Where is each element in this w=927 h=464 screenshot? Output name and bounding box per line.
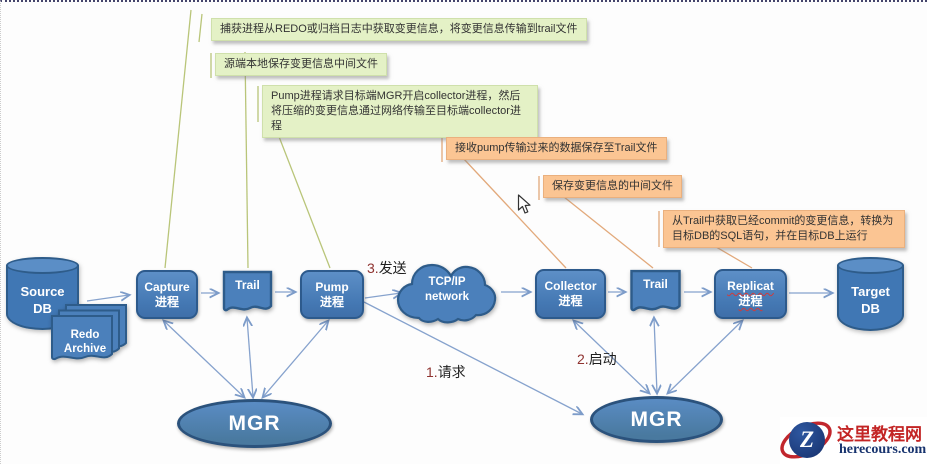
- node-mgr-source-label: MGR: [228, 411, 281, 435]
- note-source-trail: 源端本地保存变更信息中间文件: [215, 53, 387, 76]
- label-line: 进程: [558, 294, 583, 308]
- label-line: TCP/IP: [428, 276, 466, 288]
- label-line: 进程: [154, 294, 179, 309]
- stacked-documents-shape: [51, 304, 127, 361]
- node-trail-source: Trail: [222, 270, 273, 316]
- label-line: 进程: [319, 294, 344, 309]
- label-line: Archive: [63, 343, 107, 355]
- node-source-db: Source DB: [6, 257, 79, 330]
- flow-label-request: 1.请求: [426, 362, 466, 382]
- flow-label-number: 1.: [426, 364, 438, 380]
- note-pump-process: Pump进程请求目标端MGR开启collector进程，然后将压缩的变更信息通过…: [262, 85, 538, 138]
- note-capture-process: 捕获进程从REDO或归档日志中获取变更信息，将变更信息传输到trail文件: [211, 18, 587, 41]
- label-line: Collector: [544, 279, 597, 293]
- mouse-cursor: [517, 194, 531, 214]
- note-target-trail: 保存变更信息的中间文件: [543, 175, 682, 198]
- node-redo-archive-label: Redo Archive: [51, 328, 119, 356]
- mgr-source-links: [164, 318, 328, 397]
- label-line: network: [424, 291, 470, 303]
- label-line: Target: [851, 284, 890, 299]
- label-line: Source: [20, 283, 65, 299]
- logo-domain: herecours.com: [839, 442, 927, 457]
- node-redo-archive: Redo Archive: [51, 304, 129, 366]
- label-line: Redo: [70, 329, 100, 341]
- note-text: Pump进程请求目标端MGR开启collector进程，然后将压缩的变更信息通过…: [271, 90, 521, 132]
- node-pump: Pump 进程: [300, 270, 364, 319]
- site-watermark: Z 这里教程网 herecours.com: [780, 417, 927, 464]
- logo-letter: Z: [799, 427, 815, 452]
- node-replicat: Replicat 进程: [714, 269, 787, 319]
- label-line: DB: [33, 300, 52, 316]
- note-text: 从Trail中获取已经commit的变更信息，转换为目标DB的SQL语句，并在目…: [672, 215, 894, 242]
- node-target-db-label: Target DB: [837, 269, 904, 331]
- cylinder-body: [6, 265, 79, 330]
- node-trail-target-label: Trail: [643, 277, 668, 291]
- node-mgr-source: MGR: [177, 399, 332, 448]
- node-mgr-target-label: MGR: [630, 407, 683, 431]
- node-network-cloud: TCP/IP network: [394, 260, 500, 326]
- node-collector: Collector 进程: [535, 269, 606, 319]
- cylinder-top: [837, 257, 904, 274]
- label-line: Pump: [315, 279, 349, 294]
- node-network-label: TCP/IP network: [394, 275, 500, 305]
- node-trail-source-label: Trail: [235, 278, 260, 292]
- flow-label-start: 2.启动: [577, 349, 617, 369]
- green-leader-lines: [164, 9, 331, 269]
- label-line: 进程: [738, 294, 763, 308]
- flow-label-text: 发送: [378, 260, 407, 276]
- flow-label-text: 启动: [588, 351, 617, 367]
- note-text: 保存变更信息的中间文件: [552, 180, 673, 192]
- node-mgr-target: MGR: [590, 396, 723, 443]
- flow-label-number: 3.: [367, 260, 379, 276]
- node-capture: Capture 进程: [136, 270, 198, 319]
- note-collector-process: 接收pump传输过来的数据保存至Trail文件: [446, 137, 667, 160]
- document-shape: [630, 269, 681, 312]
- cylinder-top: [6, 257, 79, 274]
- label-line: Replicat: [727, 279, 774, 293]
- node-trail-target: Trail: [629, 269, 682, 316]
- cylinder-body: [837, 265, 904, 331]
- note-replicat-process: 从Trail中获取已经commit的变更信息，转换为目标DB的SQL语句，并在目…: [663, 210, 905, 248]
- flow-label-number: 2.: [577, 351, 589, 367]
- label-line: Capture: [144, 279, 190, 294]
- flow-label-send: 3.发送: [367, 258, 407, 278]
- document-shape: [222, 270, 273, 312]
- node-target-db: Target DB: [837, 257, 904, 331]
- logo-title: 这里教程网: [837, 425, 922, 444]
- node-source-db-label: Source DB: [6, 269, 79, 330]
- logo-badge: Z: [789, 422, 825, 458]
- label-line: DB: [861, 301, 880, 316]
- note-text: 接收pump传输过来的数据保存至Trail文件: [455, 142, 658, 154]
- flow-label-text: 请求: [437, 364, 466, 380]
- note-text: 源端本地保存变更信息中间文件: [224, 58, 378, 70]
- note-text: 捕获进程从REDO或归档日志中获取变更信息，将变更信息传输到trail文件: [220, 23, 578, 35]
